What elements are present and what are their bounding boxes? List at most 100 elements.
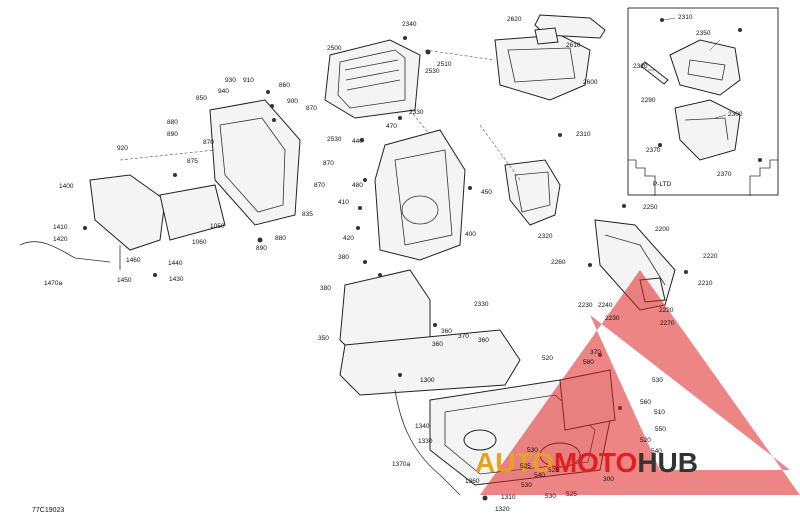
part-callout: 1360: [465, 478, 480, 485]
part-callout: 2370: [717, 171, 732, 178]
part-2300-detail: [684, 117, 729, 141]
bolt-icon: [403, 36, 407, 40]
bolt-icon: [398, 373, 402, 377]
part-callout: 2600: [583, 79, 598, 86]
callout-layer: 2340 2620 2610 2310 2350 2320 2290 2300 …: [44, 14, 743, 513]
part-callout: 890: [256, 245, 267, 252]
bolt-icon: [684, 270, 688, 274]
inset-frame: [627, 7, 779, 196]
part-callout: 2230: [578, 302, 593, 309]
bolt-icon: [272, 118, 276, 122]
inset-step-right: [749, 159, 778, 196]
part-1400-housing: [89, 174, 166, 251]
part-callout: 1310: [501, 494, 516, 501]
inset-panel: [627, 7, 779, 196]
part-callout: 890: [167, 131, 178, 138]
part-callout: 520: [542, 355, 553, 362]
bolt-icon: [758, 158, 762, 162]
part-callout: 350: [318, 335, 329, 342]
part-callout: 550: [655, 426, 666, 433]
part-callout: 1050: [210, 223, 225, 230]
inset-label: P-LTD: [653, 181, 672, 188]
part-callout: 850: [196, 95, 207, 102]
bolt-icon: [356, 226, 360, 230]
part-callout: 2200: [655, 226, 670, 233]
part-callout: 360: [441, 328, 452, 335]
part-2600-window: [507, 47, 576, 83]
part-1470a-cable: [19, 241, 111, 263]
part-callout: 525: [566, 491, 577, 498]
bolt-icon: [358, 206, 362, 210]
part-callout: 540: [534, 472, 545, 479]
part-callout: 1370a: [392, 461, 410, 468]
part-callout: 920: [117, 145, 128, 152]
part-callout: 530: [521, 482, 532, 489]
part-callout: 440: [352, 138, 363, 145]
bolt-icon: [378, 273, 382, 277]
watermark-part2: MOTO: [554, 447, 637, 478]
part-1370a-cable: [394, 389, 461, 496]
bolt-icon: [588, 263, 592, 267]
part-callout: 2370: [646, 147, 661, 154]
part-callout: 520: [640, 437, 651, 444]
part-callout: 410: [338, 199, 349, 206]
part-callout: 940: [218, 88, 229, 95]
watermark-part1: AUTO: [475, 447, 554, 478]
part-2350-window: [687, 59, 726, 81]
part-callout: 2510: [437, 61, 452, 68]
part-callout: 580: [583, 359, 594, 366]
part-400-hole: [401, 195, 439, 225]
bolt-icon: [257, 237, 263, 243]
part-callout: 2220: [703, 253, 718, 260]
part-2610-clip: [534, 27, 559, 45]
part-850-inner: [219, 117, 286, 213]
part-callout: 370: [590, 349, 601, 356]
bolt-icon: [153, 273, 157, 277]
part-callout: 1450: [117, 277, 132, 284]
part-callout: 2530: [425, 68, 440, 75]
reference-code: 77C19023: [32, 507, 64, 514]
part-callout: 525: [520, 463, 531, 470]
part-2320-inner: [514, 171, 551, 213]
part-2300-panel: [674, 99, 741, 161]
part-callout: 1420: [53, 236, 68, 243]
inset-step-left: [628, 159, 656, 196]
part-2290-strip: [640, 61, 669, 85]
part-callout: 400: [465, 231, 476, 238]
assembly-dashline: [424, 49, 496, 61]
part-callout: 870: [314, 182, 325, 189]
part-callout: 1340: [415, 423, 430, 430]
bolt-icon: [482, 495, 488, 501]
part-2320-guard: [504, 159, 561, 226]
part-callout: 2260: [551, 259, 566, 266]
part-callout: 1320: [495, 506, 510, 513]
bolt-icon: [270, 104, 274, 108]
part-callout: 2350: [696, 30, 711, 37]
part-callout: 2290: [641, 97, 656, 104]
part-callout: 910: [243, 77, 254, 84]
part-callout: 1400: [59, 183, 74, 190]
part-1300-pulley: [463, 429, 497, 451]
bolt-icon: [83, 226, 87, 230]
part-callout: 1430: [169, 276, 184, 283]
bolt-icon: [658, 143, 662, 147]
part-callout: 525: [548, 467, 559, 474]
bolt-icon: [363, 260, 367, 264]
part-frame-rail: [339, 329, 521, 396]
part-callout: 360: [478, 337, 489, 344]
part-2200-edge: [604, 234, 666, 286]
bolt-icon: [738, 28, 742, 32]
bolt-icon: [266, 90, 270, 94]
part-callout: 880: [167, 119, 178, 126]
part-callout: 1440: [168, 260, 183, 267]
bolt-icon: [360, 138, 364, 142]
part-400-panel: [374, 129, 466, 261]
part-callout: 2220: [659, 307, 674, 314]
bolt-icon: [622, 204, 626, 208]
bolt-icon: [433, 323, 437, 327]
part-callout: 2530: [327, 136, 342, 143]
part-callout: 2610: [566, 42, 581, 49]
part-callout: 1060: [192, 239, 207, 246]
assembly-dashline: [479, 124, 521, 181]
